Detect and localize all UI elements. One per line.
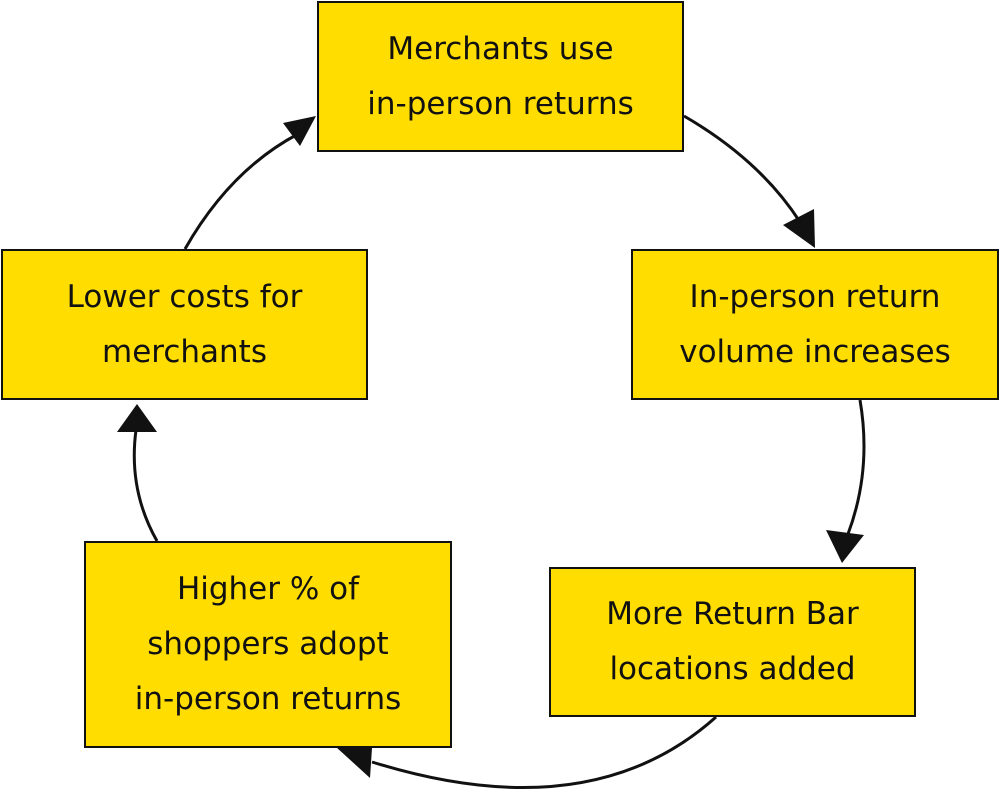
node-merchants-use-in-person-returns: Merchants use in-person returns xyxy=(317,1,684,152)
arrow-top-to-right xyxy=(683,114,802,223)
arrow-bottom-right-to-bottom-left xyxy=(371,715,718,789)
node-text-line: locations added xyxy=(609,651,856,687)
node-higher-shopper-adoption: Higher % of shoppers adopt in-person ret… xyxy=(84,541,452,748)
node-text-line: More Return Bar xyxy=(606,596,859,632)
arrow-left-to-top xyxy=(183,132,299,250)
arrow-right-to-bottom-right xyxy=(846,399,866,535)
arrowhead-right xyxy=(783,209,815,248)
node-text-line: Higher % of xyxy=(176,571,360,607)
arrowhead-bottom-left xyxy=(336,747,372,778)
node-lower-costs-for-merchants: Lower costs for merchants xyxy=(1,249,368,400)
node-return-volume-increases: In-person return volume increases xyxy=(631,249,999,400)
node-text-line: In-person return xyxy=(689,278,941,315)
node-text-line: shoppers adopt xyxy=(147,626,389,662)
arrowhead-bottom-right xyxy=(826,530,864,563)
arrowhead-left xyxy=(117,404,157,432)
arrow-bottom-left-to-left xyxy=(132,429,159,542)
node-text-line: Merchants use xyxy=(387,30,614,67)
node-more-return-bar-locations: More Return Bar locations added xyxy=(549,567,916,717)
node-text-line: in-person returns xyxy=(134,681,402,717)
node-text-line: volume increases xyxy=(679,333,951,370)
arrowhead-top xyxy=(283,116,316,146)
node-text-line: in-person returns xyxy=(367,85,634,122)
node-text-line: Lower costs for xyxy=(66,278,303,315)
node-text-line: merchants xyxy=(102,333,267,370)
